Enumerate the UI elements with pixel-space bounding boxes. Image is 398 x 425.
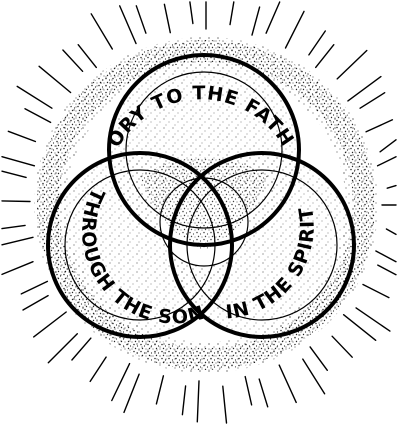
sun-ray bbox=[360, 93, 385, 109]
sun-ray bbox=[245, 377, 251, 405]
sun-ray bbox=[78, 45, 96, 68]
sun-ray bbox=[72, 338, 91, 360]
sun-ray bbox=[34, 312, 66, 337]
sun-ray bbox=[252, 7, 260, 35]
sun-ray bbox=[124, 374, 139, 412]
sun-ray bbox=[120, 6, 136, 44]
sun-ray bbox=[230, 2, 234, 25]
sun-ray bbox=[380, 140, 396, 152]
sun-ray bbox=[279, 365, 296, 402]
sun-ray bbox=[17, 86, 52, 108]
sun-ray bbox=[164, 4, 170, 32]
sun-ray bbox=[356, 308, 390, 331]
sun-ray bbox=[337, 51, 367, 79]
sun-ray bbox=[316, 45, 334, 68]
sun-ray bbox=[387, 186, 396, 189]
sun-ray bbox=[182, 386, 185, 415]
sun-ray bbox=[309, 31, 325, 55]
sun-ray bbox=[190, 2, 193, 24]
sun-ray bbox=[286, 11, 305, 48]
sun-ray bbox=[386, 229, 396, 234]
sun-ray bbox=[332, 336, 352, 357]
sun-ray bbox=[366, 120, 392, 132]
sun-ray bbox=[39, 66, 71, 92]
sun-ray bbox=[310, 347, 327, 370]
sun-ray bbox=[2, 201, 30, 202]
sun-ray bbox=[2, 237, 33, 245]
sun-ray bbox=[8, 131, 35, 141]
sun-ray bbox=[91, 14, 112, 49]
sun-ray bbox=[266, 2, 280, 33]
sun-ray bbox=[378, 265, 396, 275]
sun-ray bbox=[376, 251, 396, 262]
sun-ray bbox=[23, 296, 48, 310]
sun-ray bbox=[2, 171, 26, 177]
sun-ray bbox=[2, 157, 34, 166]
sun-ray bbox=[378, 157, 396, 166]
sun-ray bbox=[25, 109, 51, 123]
sun-ray bbox=[303, 359, 325, 394]
sun-ray bbox=[63, 50, 83, 71]
sun-ray bbox=[2, 262, 33, 275]
sun-ray bbox=[156, 376, 163, 404]
sun-ray bbox=[21, 281, 47, 294]
sun-ray bbox=[136, 6, 146, 33]
sun-ray bbox=[2, 225, 25, 228]
sun-ray bbox=[259, 379, 268, 407]
sun-ray bbox=[90, 357, 106, 381]
sun-ray bbox=[348, 77, 381, 101]
sun-ray bbox=[223, 386, 227, 423]
sun-ray bbox=[363, 285, 389, 298]
sun-ray bbox=[197, 381, 199, 422]
sun-ray bbox=[112, 364, 130, 401]
